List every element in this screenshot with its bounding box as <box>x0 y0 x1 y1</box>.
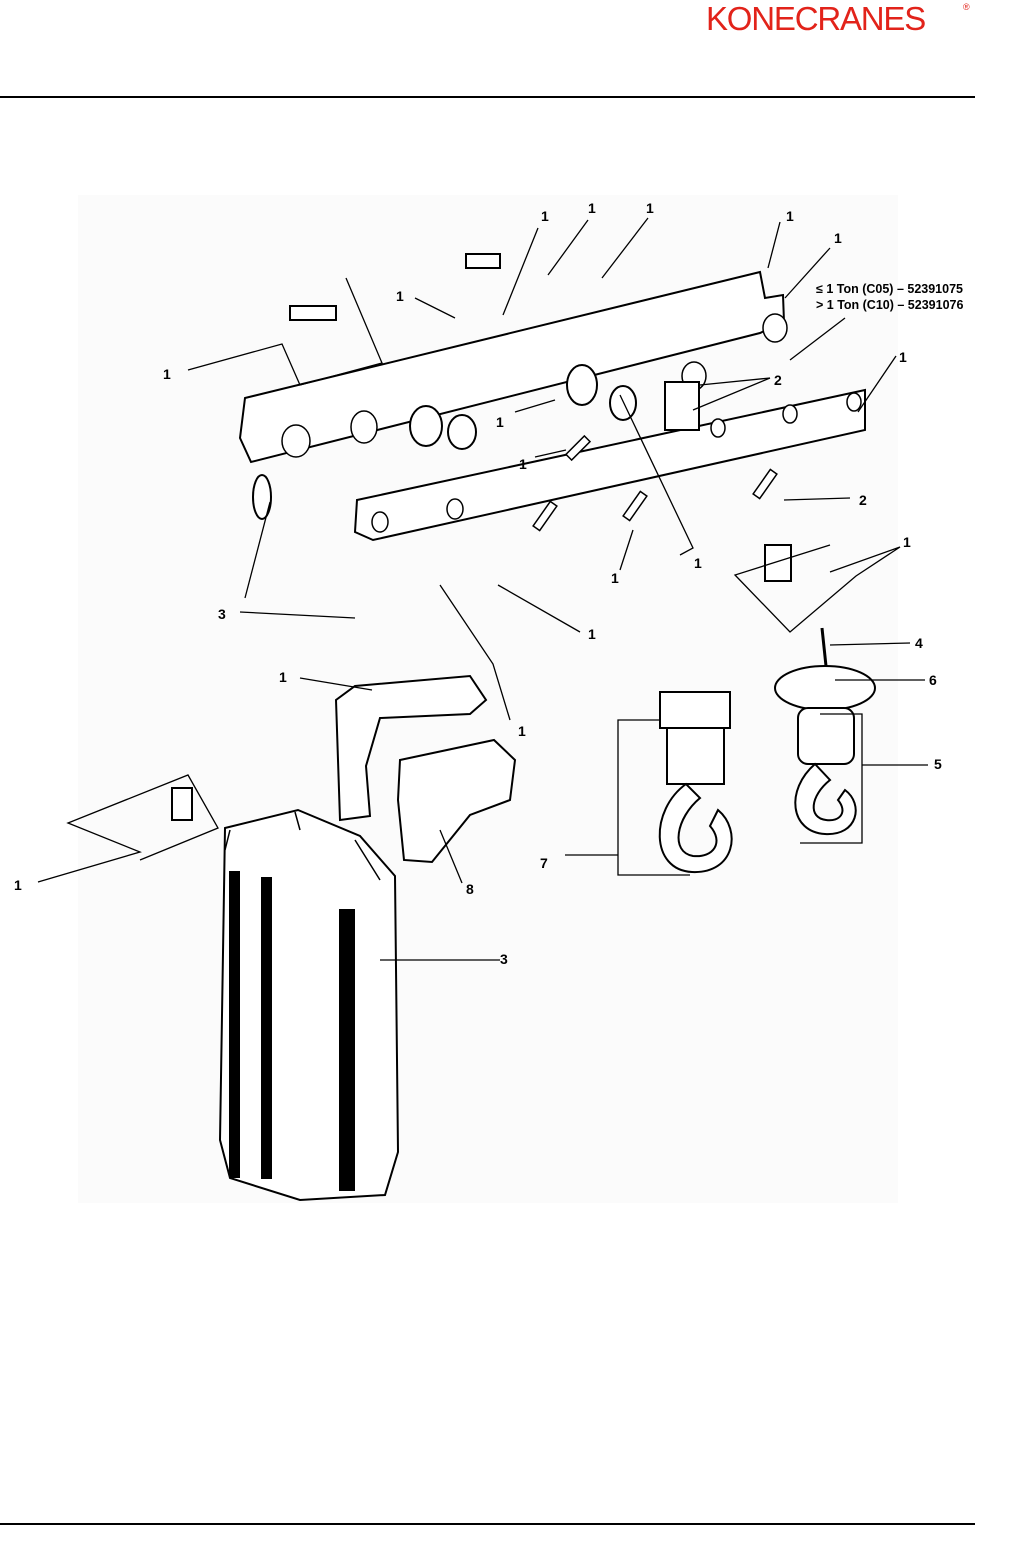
chain-bucket <box>218 808 400 1202</box>
callout-label: 1 <box>646 200 654 216</box>
callout-label: 1 <box>163 366 171 382</box>
guide-block <box>664 381 700 431</box>
hook-block-7-top <box>659 691 731 729</box>
callout-label: 3 <box>500 951 508 967</box>
front-side-plate <box>353 388 866 542</box>
hook-5 <box>794 762 857 836</box>
callout-label: 1 <box>14 877 22 893</box>
callout-label: 8 <box>466 881 474 897</box>
callout-label: 7 <box>540 855 548 871</box>
callout-label: 1 <box>279 669 287 685</box>
callout-label: 1 <box>588 200 596 216</box>
bracket <box>334 674 488 822</box>
callout-label: 2 <box>859 492 867 508</box>
note-line-1: ≤ 1 Ton (C05) – 52391075 <box>816 282 963 296</box>
callout-label: 1 <box>786 208 794 224</box>
note-line-2: > 1 Ton (C10) – 52391076 <box>816 298 964 312</box>
callout-label: 4 <box>915 635 923 651</box>
callout-label: 1 <box>519 456 527 472</box>
callout-label: 1 <box>541 208 549 224</box>
logo-wordmark: KONECRANES <box>706 0 926 37</box>
callout-label: 1 <box>899 349 907 365</box>
motor-cover <box>396 738 517 864</box>
callout-label: 1 <box>518 723 526 739</box>
callout-label: 2 <box>774 372 782 388</box>
leader-lines <box>37 217 928 961</box>
footer-rule <box>0 1523 975 1525</box>
hook-block-6-top <box>774 665 876 711</box>
callout-label: 1 <box>496 414 504 430</box>
drawing-lines <box>171 253 876 1202</box>
callout-label: 1 <box>396 288 404 304</box>
callout-label: 5 <box>934 756 942 772</box>
callout-label: 6 <box>929 672 937 688</box>
callout-label: 1 <box>588 626 596 642</box>
callout-label: 1 <box>834 230 842 246</box>
callout-label: 1 <box>694 555 702 571</box>
hook-7 <box>658 782 733 874</box>
callout-label: 1 <box>903 534 911 550</box>
registered-mark: ® <box>963 2 970 12</box>
callout-label: 1 <box>611 570 619 586</box>
callout-label: 3 <box>218 606 226 622</box>
header-rule <box>0 96 975 98</box>
